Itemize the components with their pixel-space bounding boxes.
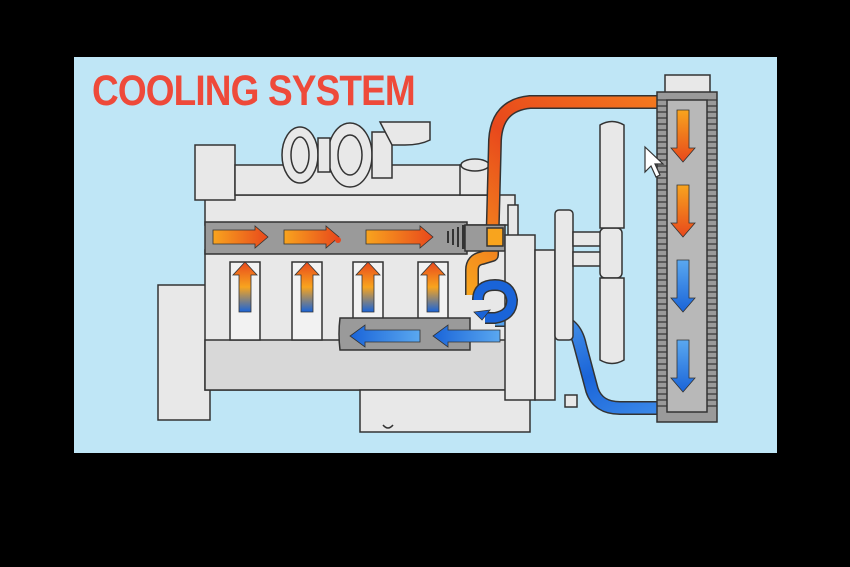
turbocharger bbox=[281, 121, 491, 196]
cursor-icon bbox=[644, 145, 665, 178]
head-flow-arrows bbox=[212, 225, 465, 249]
fan bbox=[554, 120, 625, 408]
diagram-title: COOLING SYSTEM bbox=[92, 67, 416, 115]
radiator-flow-arrows bbox=[670, 109, 696, 393]
oil-pan bbox=[359, 389, 531, 433]
cylinder-flow-arrows bbox=[232, 261, 446, 313]
block-return-arrows bbox=[349, 324, 501, 348]
thermostat bbox=[464, 204, 519, 252]
